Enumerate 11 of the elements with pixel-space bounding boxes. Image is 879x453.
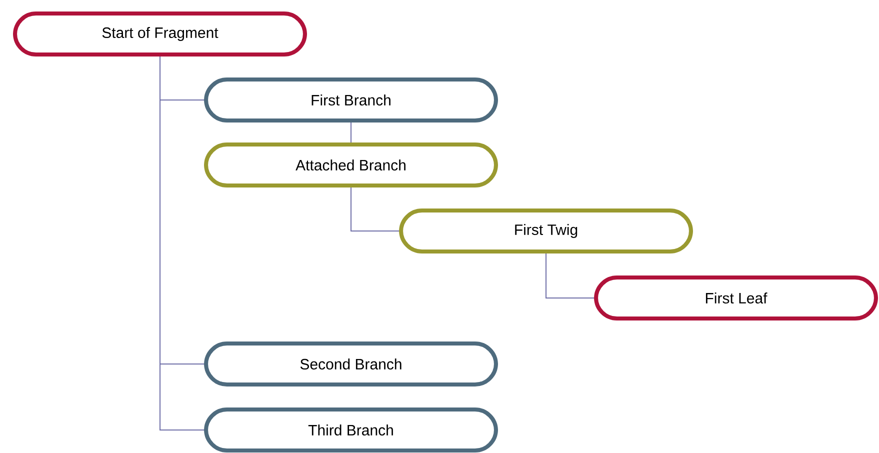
rounded-box: First Leaf <box>594 276 878 320</box>
rounded-box: Start of Fragment <box>13 12 307 56</box>
rounded-box: First Branch <box>204 78 498 122</box>
connector-line <box>350 187 400 232</box>
connector-line <box>546 253 594 298</box>
rounded-box: First Twig <box>399 208 693 254</box>
connector-line <box>160 56 204 430</box>
rounded-box: Second Branch <box>204 342 498 386</box>
connector-line <box>350 122 352 143</box>
rounded-box: Third Branch <box>204 408 498 452</box>
rounded-box: Attached Branch <box>204 142 498 188</box>
